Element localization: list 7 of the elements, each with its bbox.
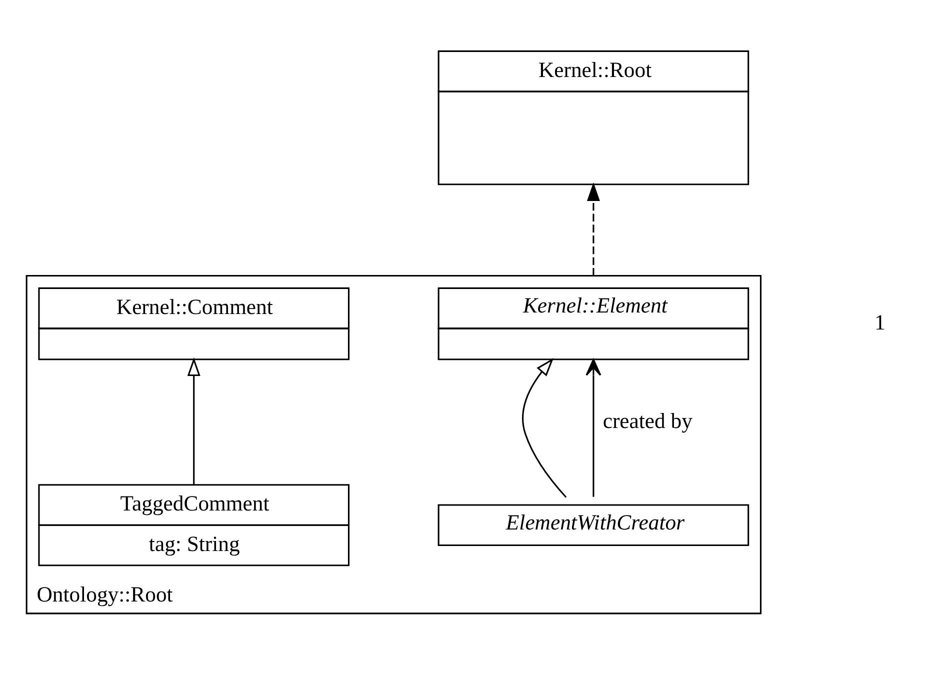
arrow [586, 182, 600, 276]
edge-label: created by [602, 408, 692, 433]
arrow [187, 357, 200, 484]
arrow [586, 358, 602, 497]
label: 1 [874, 310, 886, 335]
arrow [522, 358, 567, 498]
node-box: ElementWithCreator [438, 504, 750, 546]
